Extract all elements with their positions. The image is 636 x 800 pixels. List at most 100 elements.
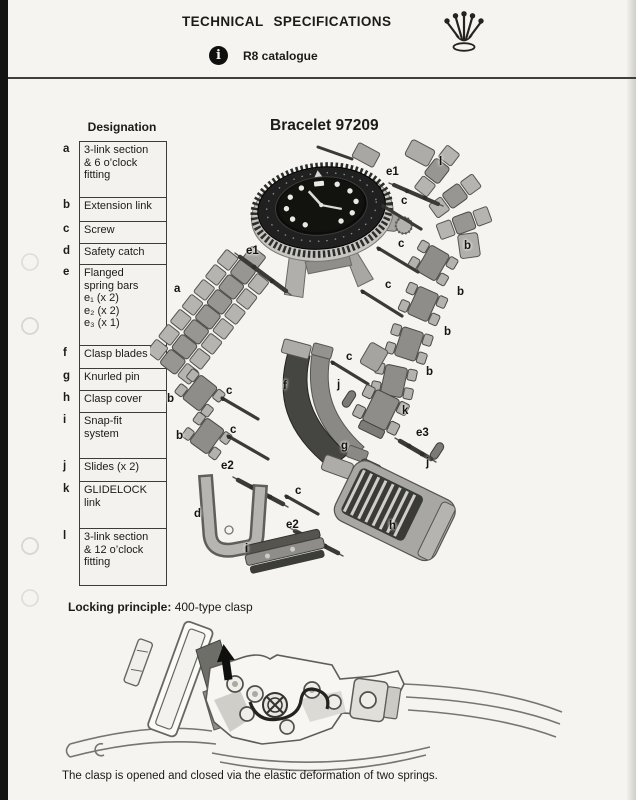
extension-link-b xyxy=(383,322,435,366)
row-designation: Knurled pin xyxy=(79,368,167,391)
row-designation: Clasp cover xyxy=(79,390,167,413)
locking-principle-label: Locking principle: xyxy=(68,600,172,614)
buckle-end-bracket xyxy=(123,638,154,687)
header-divider xyxy=(8,77,636,79)
open-direction-arrow xyxy=(216,644,235,681)
part-label: c xyxy=(401,195,408,207)
table-header: Designation xyxy=(87,120,157,134)
part-label: g xyxy=(341,440,349,452)
table-row: d Safety catch xyxy=(58,243,167,265)
part-label: b xyxy=(464,240,472,252)
row-key: i xyxy=(63,414,67,426)
locking-principle-value: 400-type clasp xyxy=(174,600,253,614)
extension-link-b xyxy=(406,239,460,287)
locking-principle-line: Locking principle: 400-type clasp xyxy=(68,600,253,614)
clasp-shading xyxy=(214,690,252,732)
row-key: e xyxy=(63,266,70,278)
part-label: c xyxy=(295,485,302,497)
row-key: f xyxy=(63,347,67,359)
part-label: b xyxy=(176,430,184,442)
end-link-top xyxy=(316,142,381,168)
spring-bar-e3 xyxy=(394,437,437,463)
part-label: c xyxy=(346,351,353,363)
part-label: e2 xyxy=(286,519,299,531)
open-buckle-frame xyxy=(147,620,214,738)
part-label: b xyxy=(167,393,175,405)
part-label: f xyxy=(283,380,287,392)
spring-bar-e1-right xyxy=(388,182,444,207)
part-label: e1 xyxy=(386,166,399,178)
strap-lines xyxy=(65,683,563,772)
part-label: c xyxy=(398,238,405,250)
part-label: d xyxy=(194,508,202,520)
part-label: b xyxy=(426,366,434,378)
snap-fit-system-i xyxy=(244,528,326,574)
row-designation: Screw xyxy=(79,221,167,244)
rolex-crown-icon xyxy=(444,11,484,52)
part-label: h xyxy=(389,520,397,532)
row-designation: Safety catch xyxy=(79,243,167,265)
row-key: a xyxy=(63,143,70,155)
l-section xyxy=(404,139,493,259)
extension-link-b xyxy=(397,281,449,327)
table-row: h Clasp cover xyxy=(58,390,167,413)
clasp-mechanism-diagram xyxy=(65,620,563,772)
clasp-cover-h xyxy=(333,460,456,562)
part-label: l xyxy=(439,156,443,168)
row-key: k xyxy=(63,483,70,495)
part-label: a xyxy=(174,283,181,295)
dial-markers xyxy=(283,180,359,228)
page-title: TECHNICAL SPECIFICATIONS xyxy=(182,14,392,29)
safety-catch-d xyxy=(197,473,268,558)
crossed-screw xyxy=(262,692,288,718)
scan-spine-bar xyxy=(0,0,8,800)
part-label: b xyxy=(444,326,452,338)
footer-caption: The clasp is opened and closed via the e… xyxy=(62,770,438,782)
punch-holes xyxy=(21,253,39,607)
catalogue-label: R8 catalogue xyxy=(243,49,318,63)
table-row: g Knurled pin xyxy=(58,368,167,391)
part-label: j xyxy=(337,379,341,391)
part-label: j xyxy=(426,457,430,469)
row-key: d xyxy=(63,245,71,257)
glidelock-link-k xyxy=(352,342,410,439)
part-label: e3 xyxy=(416,427,429,439)
clasp-spring xyxy=(248,687,330,722)
part-label: c xyxy=(230,424,237,436)
part-label: c xyxy=(385,279,392,291)
info-icon: i xyxy=(209,46,228,65)
spring-bar-e1-left xyxy=(234,252,292,296)
extension-link-b xyxy=(180,411,234,461)
part-label: b xyxy=(457,286,465,298)
clasp-blades-f xyxy=(280,338,369,480)
row-designation: Extension link xyxy=(79,197,167,222)
part-label: e1 xyxy=(246,245,259,257)
slide-j xyxy=(340,388,358,410)
row-key: l xyxy=(63,530,67,542)
scan-edge-shadow xyxy=(626,0,636,800)
screws-c xyxy=(220,204,423,516)
pivot-pin xyxy=(359,691,377,709)
bracelet-title: Bracelet 97209 xyxy=(270,117,379,134)
watch-illustration xyxy=(250,162,414,299)
part-label: c xyxy=(226,385,233,397)
exploded-diagram xyxy=(150,139,493,574)
part-label: k xyxy=(402,405,409,417)
table-row: b Extension link xyxy=(58,197,167,222)
row-key: h xyxy=(63,392,71,404)
table-row: c Screw xyxy=(58,221,167,244)
row-key: g xyxy=(63,370,71,382)
row-key: j xyxy=(63,460,67,472)
row-key: c xyxy=(63,223,70,235)
part-label: e2 xyxy=(221,460,234,472)
part-label: i xyxy=(245,543,249,555)
